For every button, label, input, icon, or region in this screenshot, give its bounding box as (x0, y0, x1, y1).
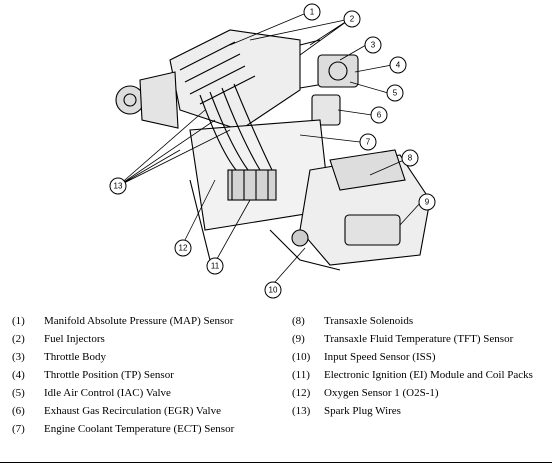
legend-number: (7) (12, 423, 25, 435)
legend-item: (12) Oxygen Sensor 1 (O2S-1) (292, 384, 550, 402)
svg-text:4: 4 (396, 61, 401, 70)
spark-plug-wires (199, 83, 273, 171)
legend-number: (5) (12, 387, 25, 399)
legend-number: (10) (292, 351, 311, 363)
coil-pack (227, 169, 277, 201)
legend-number: (12) (292, 387, 311, 399)
legend-number: (11) (292, 369, 310, 381)
leader-lines (117, 13, 422, 291)
engine-illustration: 1 2 3 4 5 6 7 8 9 10 11 12 13 (109, 3, 436, 299)
callout-8: 8 (401, 149, 419, 167)
callout-5: 5 (386, 84, 404, 102)
legend-number: (3) (12, 351, 25, 363)
callout-12: 12 (174, 239, 192, 257)
legend-label: Spark Plug Wires (324, 405, 401, 417)
svg-text:3: 3 (371, 41, 376, 50)
legend-item: (13) Spark Plug Wires (292, 402, 550, 420)
svg-text:8: 8 (408, 154, 413, 163)
legend-label: Throttle Body (44, 351, 107, 363)
legend-label: Fuel Injectors (44, 333, 105, 345)
svg-text:2: 2 (350, 15, 355, 24)
svg-text:12: 12 (179, 244, 188, 253)
legend-number: (9) (292, 333, 305, 345)
svg-text:13: 13 (114, 182, 123, 191)
legend-label: Input Speed Sensor (ISS) (324, 351, 436, 363)
legend-item: (6) Exhaust Gas Recirculation (EGR) Valve (12, 402, 282, 420)
legend-item: (8) Transaxle Solenoids (292, 312, 550, 330)
legend-label: Throttle Position (TP) Sensor (44, 369, 174, 381)
callout-2: 2 (343, 10, 361, 28)
legend-label: Electronic Ignition (EI) Module and Coil… (324, 369, 533, 381)
legend-item: (1) Manifold Absolute Pressure (MAP) Sens… (12, 312, 282, 330)
legend-item: (2) Fuel Injectors (12, 330, 282, 348)
callout-6: 6 (370, 106, 388, 124)
callout-7: 7 (359, 133, 377, 151)
legend-item: (7) Engine Coolant Temperature (ECT) Sens… (12, 420, 282, 438)
legend-number: (4) (12, 369, 25, 381)
legend-label: Engine Coolant Temperature (ECT) Sensor (44, 423, 235, 435)
legend-number: (6) (12, 405, 25, 417)
legend-item: (3) Throttle Body (12, 348, 282, 366)
svg-text:11: 11 (211, 262, 220, 271)
callout-3: 3 (364, 36, 382, 54)
engine-drawing (115, 29, 431, 271)
svg-text:7: 7 (366, 138, 371, 147)
accessory-pulley (115, 85, 145, 115)
legend-label: Manifold Absolute Pressure (MAP) Sensor (44, 315, 234, 327)
legend-right-column: (8) Transaxle Solenoids (9) Transaxle Flui… (292, 312, 550, 420)
svg-text:5: 5 (393, 89, 398, 98)
callout-1: 1 (303, 3, 321, 21)
callout-13: 13 (109, 177, 127, 195)
legend-number: (13) (292, 405, 311, 417)
legend-number: (2) (12, 333, 25, 345)
svg-text:6: 6 (377, 111, 382, 120)
legend-label: Transaxle Fluid Temperature (TFT) Sensor (324, 333, 514, 345)
bottom-divider (0, 462, 552, 463)
engine-diagram: 1 2 3 4 5 6 7 8 9 10 11 12 13 (109, 3, 436, 299)
legend-item: (10) Input Speed Sensor (ISS) (292, 348, 550, 366)
intake-manifold (169, 29, 301, 131)
legend-label: Transaxle Solenoids (324, 315, 414, 327)
legend-number: (8) (292, 315, 305, 327)
throttle-body (317, 54, 359, 88)
legend-label: Exhaust Gas Recirculation (EGR) Valve (44, 405, 221, 417)
legend-left-column: (1) Manifold Absolute Pressure (MAP) Sens… (12, 312, 282, 438)
svg-text:9: 9 (425, 198, 430, 207)
legend-item: (9) Transaxle Fluid Temperature (TFT) Sen… (292, 330, 550, 348)
legend-item: (4) Throttle Position (TP) Sensor (12, 366, 282, 384)
callout-9: 9 (418, 193, 436, 211)
callout-10: 10 (264, 281, 282, 299)
svg-text:10: 10 (269, 286, 278, 295)
callout-4: 4 (389, 56, 407, 74)
callout-11: 11 (206, 257, 224, 275)
legend-label: Idle Air Control (IAC) Valve (44, 387, 171, 399)
legend-item: (11) Electronic Ignition (EI) Module and … (292, 366, 550, 384)
legend-label: Oxygen Sensor 1 (O2S-1) (324, 387, 439, 399)
legend-item: (5) Idle Air Control (IAC) Valve (12, 384, 282, 402)
svg-text:1: 1 (310, 8, 315, 17)
legend-number: (1) (12, 315, 25, 327)
